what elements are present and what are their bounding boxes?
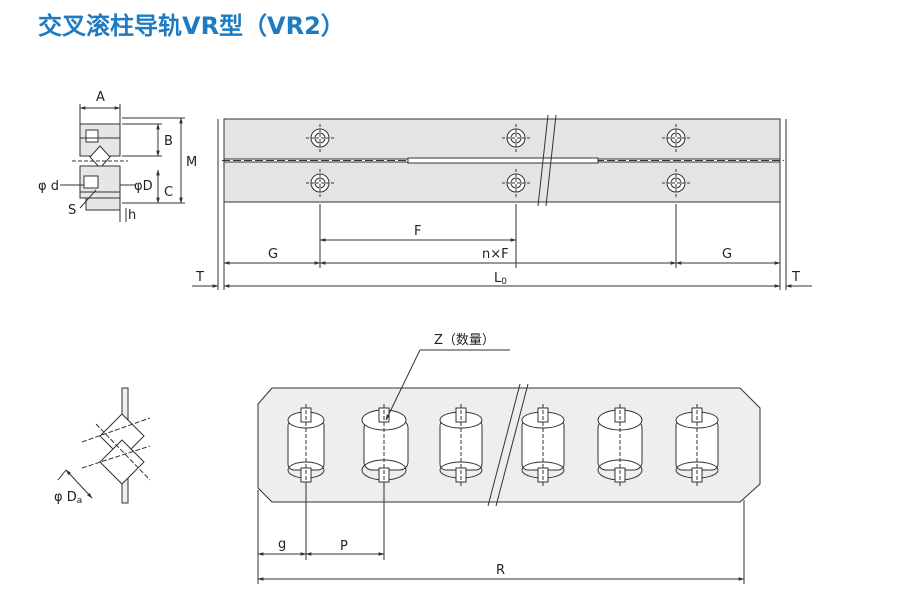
cage-edge-view (57, 387, 151, 504)
dim-A-label: A (96, 90, 105, 105)
rail-cross-section (60, 104, 185, 222)
roller-5 (597, 404, 643, 486)
hole-upper-1 (306, 124, 334, 152)
dim-B-label: B (164, 134, 173, 149)
cage-rollers (287, 404, 719, 486)
roller-2 (361, 404, 409, 486)
roller-1 (287, 404, 325, 486)
dim-g-label: g (278, 537, 286, 552)
hole-lower-3 (662, 169, 690, 197)
dim-T-left-label: T (195, 270, 204, 285)
dim-nF-label: n×F (482, 247, 509, 262)
z-leader (385, 349, 510, 421)
dim-F-label: F (414, 224, 421, 239)
dim-C-label: C (164, 185, 173, 200)
dim-G-right-label: G (722, 247, 732, 262)
page-title: 交叉滚柱导轨VR型（VR2） (38, 12, 345, 40)
hole-upper-3 (662, 124, 690, 152)
hole-lower-1 (306, 169, 334, 197)
dim-P-label: P (340, 539, 348, 554)
dim-R-label: R (496, 563, 505, 578)
dim-h-label: h (128, 208, 136, 223)
cage-dimension-lines (257, 486, 745, 584)
dim-M-label: M (186, 155, 197, 170)
dim-Da-label: φ Da (54, 490, 82, 506)
rail-dimension-lines (192, 238, 812, 288)
roller-3 (439, 404, 483, 486)
hole-upper-2 (502, 124, 530, 152)
dim-D-label: φD (134, 179, 153, 194)
dim-T-right-label: T (791, 270, 800, 285)
dim-L0-label: L0 (494, 271, 507, 287)
dim-G-left-label: G (268, 247, 278, 262)
roller-6 (675, 404, 719, 486)
hole-lower-2 (502, 169, 530, 197)
dim-S-label: S (68, 203, 76, 218)
roller-4 (521, 404, 565, 486)
dim-d-label: φ d (38, 179, 59, 194)
mounting-holes (306, 124, 690, 197)
dim-Z-label: Z（数量） (434, 333, 495, 348)
